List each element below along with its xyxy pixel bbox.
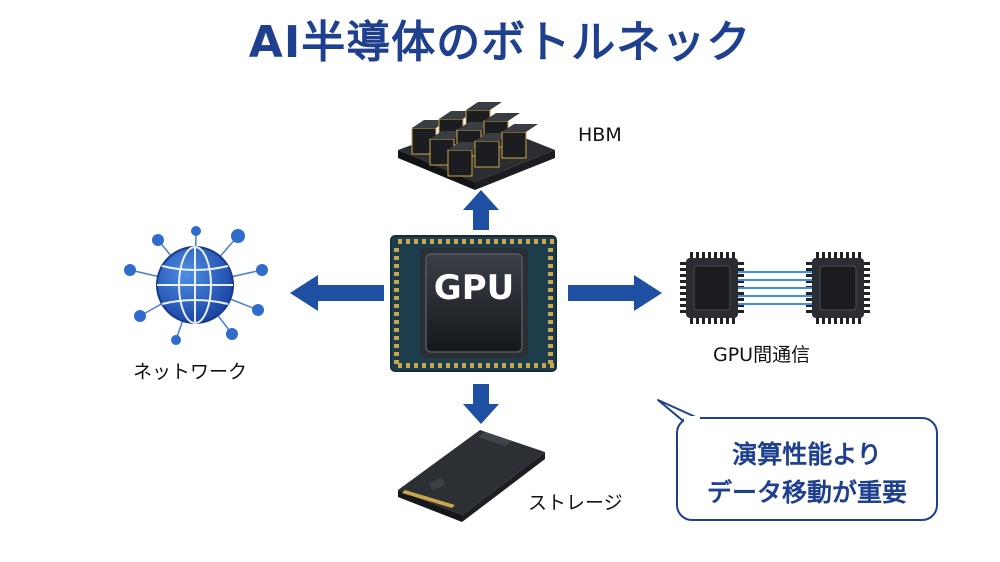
globe-network-icon	[124, 226, 268, 345]
gpu-comm-label: GPU間通信	[713, 344, 811, 366]
callout-tail-cover	[684, 416, 700, 421]
callout-line-2: データ移動が重要	[706, 478, 907, 507]
arrow-left	[290, 275, 384, 311]
arrow-down	[463, 384, 499, 424]
hbm-label: HBM	[578, 124, 622, 146]
arrow-right	[568, 275, 662, 311]
page-title: AI半導体のボトルネック	[248, 17, 752, 68]
ssd-storage-icon	[398, 430, 545, 522]
network-label: ネットワーク	[133, 361, 248, 383]
arrow-up	[463, 190, 499, 230]
storage-label: ストレージ	[528, 492, 623, 514]
gpu-interconnect-icon	[680, 252, 870, 324]
gpu-label: GPU	[433, 268, 515, 308]
callout-box: 演算性能より データ移動が重要	[676, 417, 938, 521]
callout-line-1: 演算性能より	[732, 440, 882, 469]
hbm-memory-stack-icon	[398, 102, 555, 190]
gpu-chip-icon	[390, 235, 557, 372]
